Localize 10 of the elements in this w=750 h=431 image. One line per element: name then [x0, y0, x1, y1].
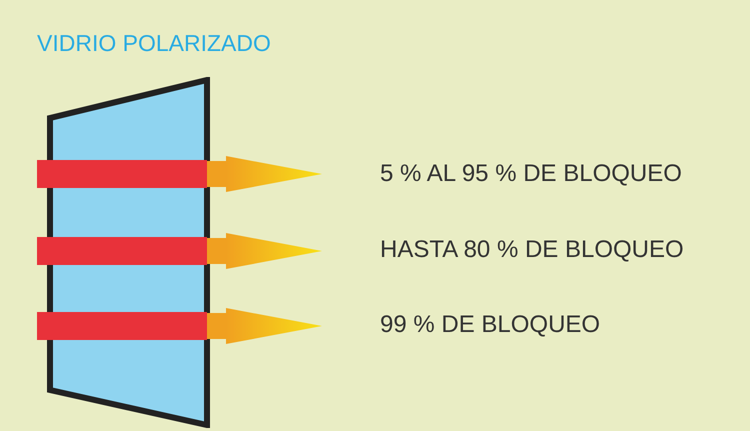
arrow [207, 233, 322, 269]
light-ray-bar [37, 312, 207, 340]
arrow [207, 308, 322, 344]
light-ray-bar [37, 237, 207, 265]
label: HASTA 80 % DE BLOQUEO [380, 236, 684, 264]
label: 99 % DE BLOQUEO [380, 311, 600, 339]
title: VIDRIO POLARIZADO [37, 30, 271, 57]
light-ray-bar [37, 160, 207, 188]
arrow [207, 156, 322, 192]
label: 5 % AL 95 % DE BLOQUEO [380, 160, 682, 188]
